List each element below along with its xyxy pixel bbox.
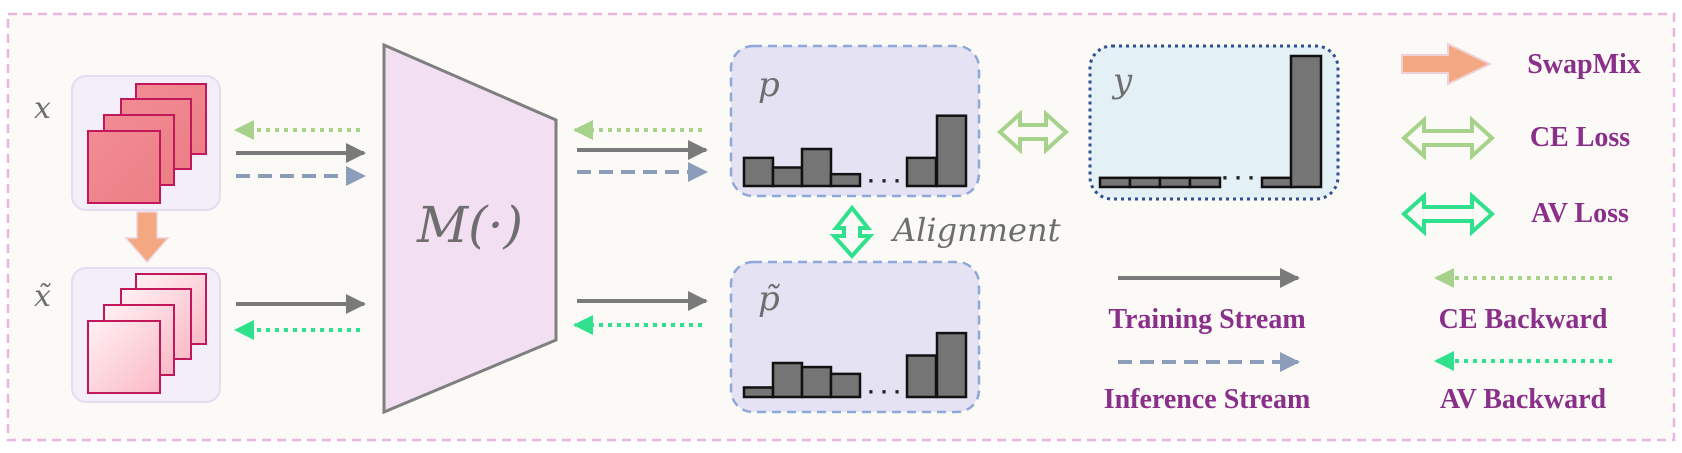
legend-swapmix-label: SwapMix bbox=[1527, 49, 1641, 80]
y-histogram-bar-6 bbox=[1289, 54, 1323, 189]
label-p: p bbox=[758, 65, 780, 105]
p-histogram-bar-6 bbox=[935, 114, 968, 188]
ce-loss-arrow bbox=[997, 109, 1069, 155]
legend: SwapMix CE Loss AV Loss Training Stream … bbox=[1104, 42, 1641, 415]
p-histogram bbox=[742, 114, 968, 188]
p-histogram-bar-3 bbox=[800, 147, 833, 188]
legend-ce-backward-label: CE Backward bbox=[1439, 304, 1608, 335]
p-tilde-histogram-bar-4 bbox=[829, 372, 862, 399]
label-p-tilde: p̃ bbox=[758, 279, 781, 319]
p-tilde-histogram-bar-1 bbox=[742, 386, 775, 399]
legend-av-backward-label: AV Backward bbox=[1440, 384, 1607, 415]
y-histogram-bar-2 bbox=[1128, 176, 1162, 189]
label-x-tilde: x̃ bbox=[34, 279, 52, 314]
legend-inference-stream-label: Inference Stream bbox=[1104, 384, 1311, 415]
model-block bbox=[382, 42, 558, 415]
y-histogram-bar-1 bbox=[1098, 176, 1132, 189]
y-histogram-bar-5 bbox=[1260, 176, 1294, 189]
p-tilde-histogram-bar-6 bbox=[935, 331, 968, 399]
input-x-stack bbox=[71, 75, 221, 211]
p-histogram-bar-4 bbox=[829, 172, 862, 188]
legend-training-stream-label: Training Stream bbox=[1108, 304, 1305, 335]
y-ellipsis: · · · bbox=[1221, 168, 1254, 189]
p-histogram-bar-2 bbox=[771, 166, 804, 188]
y-target-box bbox=[1088, 44, 1340, 201]
p-tilde-histogram bbox=[742, 331, 968, 399]
av-alignment-arrow bbox=[829, 204, 875, 259]
alignment-label: Alignment bbox=[890, 211, 1061, 249]
input-x-tilde-stack bbox=[71, 267, 221, 403]
legend-swapmix-arrow bbox=[1401, 42, 1493, 86]
y-histogram-bar-3 bbox=[1158, 176, 1192, 189]
legend-av-loss-label: AV Loss bbox=[1531, 198, 1629, 229]
p-tilde-histogram-bar-3 bbox=[800, 365, 833, 399]
p-tilde-histogram-bar-2 bbox=[771, 361, 804, 399]
p-tilde-ellipsis: · · · bbox=[867, 382, 900, 403]
legend-ce-loss-label: CE Loss bbox=[1530, 122, 1630, 153]
y-histogram bbox=[1098, 54, 1323, 189]
model-label: M(·) bbox=[416, 196, 523, 254]
p-ellipsis: · · · bbox=[867, 171, 900, 192]
label-y: y bbox=[1111, 61, 1133, 101]
legend-av-loss-arrow bbox=[1401, 191, 1495, 237]
p-histogram-bar-5 bbox=[905, 156, 938, 188]
p-histogram-bar-1 bbox=[742, 156, 775, 188]
legend-ce-loss-arrow bbox=[1401, 115, 1495, 161]
y-histogram-bar-4 bbox=[1188, 176, 1222, 189]
p-tilde-histogram-bar-5 bbox=[905, 354, 938, 399]
label-x: x bbox=[34, 91, 51, 126]
swapmix-down-arrow bbox=[124, 211, 170, 264]
